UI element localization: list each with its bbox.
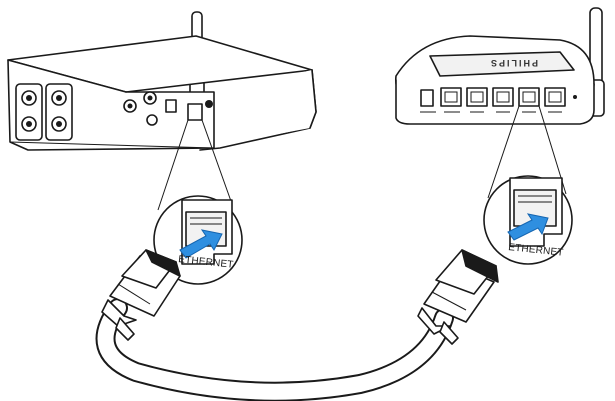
right-port-callout: ETHERNET	[483, 175, 573, 265]
arrow-right-icon	[179, 229, 223, 259]
ethernet-cable	[95, 249, 499, 401]
left-rj45-plug	[101, 249, 181, 341]
left-callout-leader	[157, 119, 233, 211]
router-lan-port	[518, 87, 540, 107]
arrow-right-icon	[507, 213, 549, 241]
router: PHILIPS	[394, 7, 605, 125]
router-ports	[420, 87, 577, 113]
right-rj45-plug	[417, 249, 499, 345]
device-connectors	[15, 83, 213, 141]
router-brand: PHILIPS	[489, 58, 538, 68]
device-ethernet-port	[187, 103, 203, 121]
audio-device	[7, 11, 317, 151]
